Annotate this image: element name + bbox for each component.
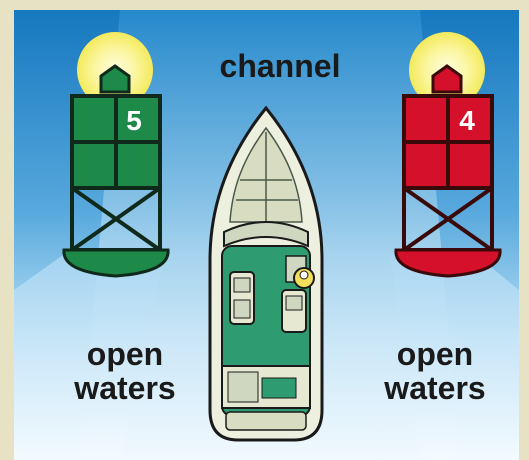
open-waters-right-line1: open — [355, 338, 515, 372]
channel-label: channel — [190, 50, 370, 84]
red-buoy-number: 4 — [459, 105, 475, 136]
open-waters-right-line2: waters — [355, 372, 515, 406]
open-waters-left-line2: waters — [45, 372, 205, 406]
green-buoy-number: 5 — [126, 105, 142, 136]
open-waters-left-line1: open — [45, 338, 205, 372]
open-waters-left-label: open waters — [45, 338, 205, 405]
boat-stern — [226, 412, 306, 430]
open-waters-right-label: open waters — [355, 338, 515, 405]
